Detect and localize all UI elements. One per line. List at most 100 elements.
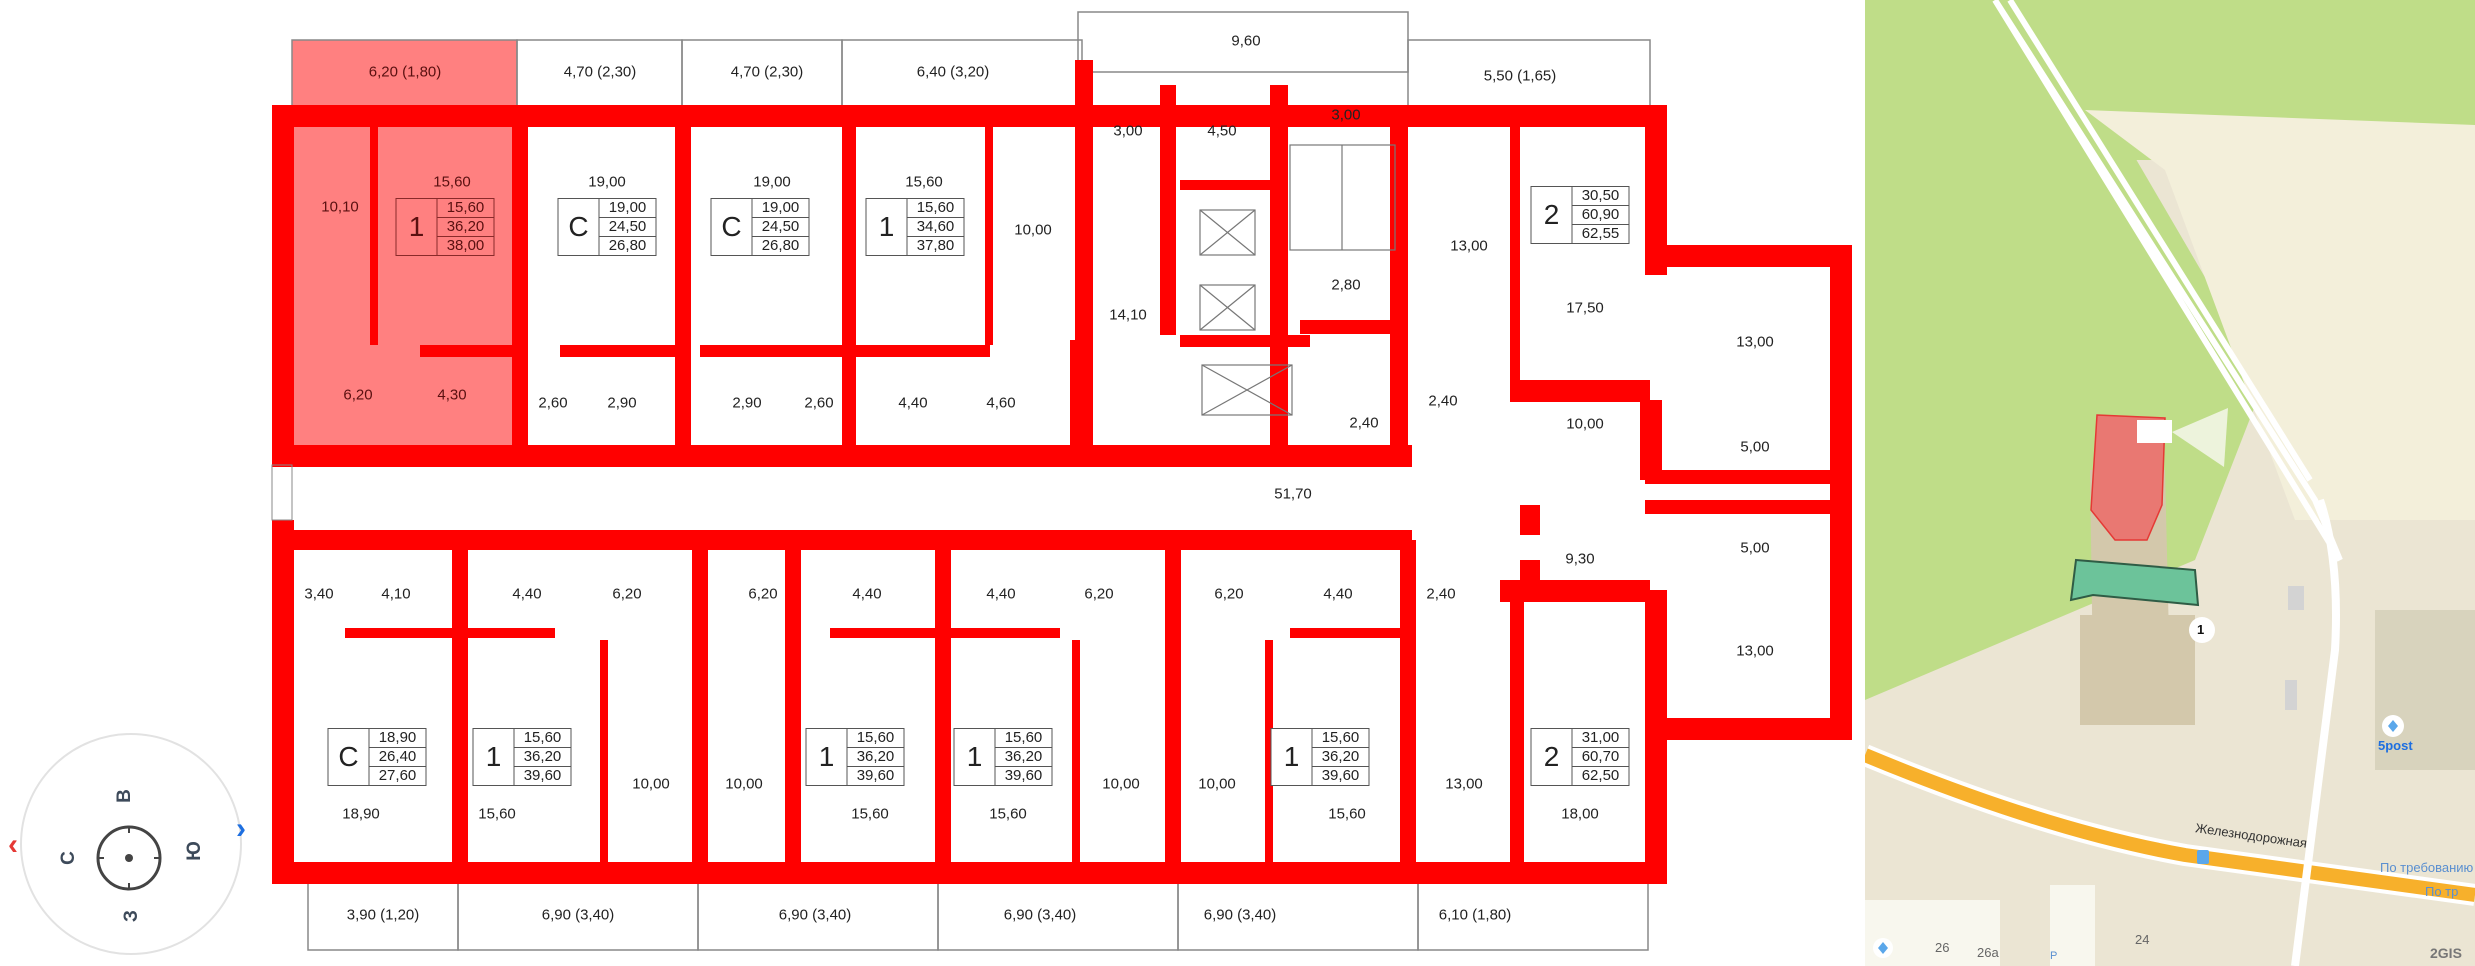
balcony-area: 6,10 (1,80) [1438, 906, 1512, 924]
balcony-area: 6,90 (3,40) [541, 906, 615, 924]
location-map[interactable]: 1 Железнодорожная 5post По требованию По… [1865, 0, 2475, 966]
apartment-type: С [329, 729, 370, 785]
living-area: 19,00 [599, 199, 656, 218]
poi-5post[interactable]: 5post [2378, 738, 2413, 753]
room-area: 4,30 [437, 386, 467, 404]
total-area: 24,50 [752, 218, 809, 237]
apartment-type: 1 [807, 729, 848, 785]
apartment-type: 1 [867, 199, 908, 255]
balcony-area: 4,70 (2,30) [563, 63, 637, 81]
balcony-area: 6,20 (1,80) [368, 63, 442, 81]
room-area: 10,00 [1198, 775, 1236, 793]
room-area: 4,10 [381, 585, 411, 603]
living-area: 15,60 [847, 729, 904, 748]
room-area: 13,00 [1736, 642, 1774, 660]
room-area: 3,00 [1331, 106, 1361, 124]
total-area: 60,90 [1572, 206, 1629, 225]
room-area: 2,80 [1331, 276, 1361, 294]
room-area: 13,00 [1736, 333, 1774, 351]
room-area: 15,60 [851, 805, 889, 823]
compass-west-label: З [120, 910, 142, 922]
room-area: 2,60 [804, 394, 834, 412]
building-marker[interactable]: 1 [2197, 622, 2205, 637]
room-area: 4,50 [1207, 122, 1237, 140]
room-area: 2,40 [1349, 414, 1379, 432]
room-area: 13,00 [1445, 775, 1483, 793]
apartment-type: 1 [397, 199, 438, 255]
room-area: 2,40 [1426, 585, 1456, 603]
total-area-balcony: 62,50 [1581, 767, 1620, 784]
compass-east-label: В [113, 789, 135, 803]
apartment-type: 1 [955, 729, 996, 785]
compass-north-label: С [57, 851, 79, 865]
room-area: 14,10 [1109, 306, 1147, 324]
room-area: 10,00 [632, 775, 670, 793]
total-area-balcony: 27,60 [378, 767, 417, 784]
balcony-area: 6,90 (3,40) [1003, 906, 1077, 924]
balcony-area: 6,90 (3,40) [778, 906, 852, 924]
total-area-balcony: 39,60 [1004, 767, 1043, 784]
apartment-type: С [559, 199, 600, 255]
room-area: 5,00 [1740, 539, 1770, 557]
room-area: 3,00 [1113, 122, 1143, 140]
house-number: 26 [1935, 940, 1950, 955]
living-area: 15,60 [995, 729, 1052, 748]
total-area-balcony: 39,60 [523, 767, 562, 784]
room-area: 6,20 [343, 386, 373, 404]
compass-rotator[interactable]: С В Ю З [20, 733, 242, 955]
room-area: 6,20 [1214, 585, 1244, 603]
total-area: 34,60 [907, 218, 964, 237]
room-area: 10,00 [1102, 775, 1140, 793]
bus-stop-label[interactable]: По требованию [2380, 860, 2474, 875]
parking-icon: P [2050, 950, 2058, 962]
total-area-balcony: 39,60 [856, 767, 895, 784]
total-area-balcony: 37,80 [916, 237, 955, 254]
room-area: 15,60 [989, 805, 1027, 823]
apartment-type: 2 [1532, 187, 1573, 243]
total-area: 36,20 [1312, 748, 1369, 767]
living-area: 31,00 [1572, 729, 1629, 748]
living-area: 18,90 [369, 729, 426, 748]
compass-crosshair-icon [96, 825, 162, 891]
balcony-area: 3,90 (1,20) [346, 906, 420, 924]
balcony-area: 9,60 [1231, 32, 1261, 50]
room-area: 19,00 [753, 173, 791, 191]
corridor-area: 51,70 [1274, 485, 1312, 503]
floor-plan: 6,20 (1,80) 4,70 (2,30) 4,70 (2,30) 6,40… [271, 11, 1852, 951]
living-area: 15,60 [514, 729, 571, 748]
total-area: 24,50 [599, 218, 656, 237]
apartment-type: 1 [474, 729, 515, 785]
total-area-balcony: 62,55 [1581, 225, 1620, 242]
room-area: 5,00 [1740, 438, 1770, 456]
room-area: 9,30 [1565, 550, 1595, 568]
living-area: 15,60 [907, 199, 964, 218]
total-area: 36,20 [437, 218, 494, 237]
total-area-balcony: 26,80 [761, 237, 800, 254]
room-area: 15,60 [478, 805, 516, 823]
map-logo: 2GIS [2430, 945, 2462, 961]
house-number: 26а [1977, 945, 1999, 960]
apartment-type: 1 [1272, 729, 1313, 785]
room-area: 13,00 [1450, 237, 1488, 255]
rotate-right-button[interactable]: › [236, 812, 246, 845]
room-area: 2,90 [732, 394, 762, 412]
balcony-area: 4,70 (2,30) [730, 63, 804, 81]
room-area: 4,60 [986, 394, 1016, 412]
total-area: 36,20 [514, 748, 571, 767]
bus-stop-label-2[interactable]: По тр [2425, 884, 2459, 899]
room-area: 18,90 [342, 805, 380, 823]
compass-south-label: Ю [183, 841, 205, 861]
room-area: 10,10 [321, 198, 359, 216]
rotate-left-button[interactable]: ‹ [8, 828, 18, 861]
